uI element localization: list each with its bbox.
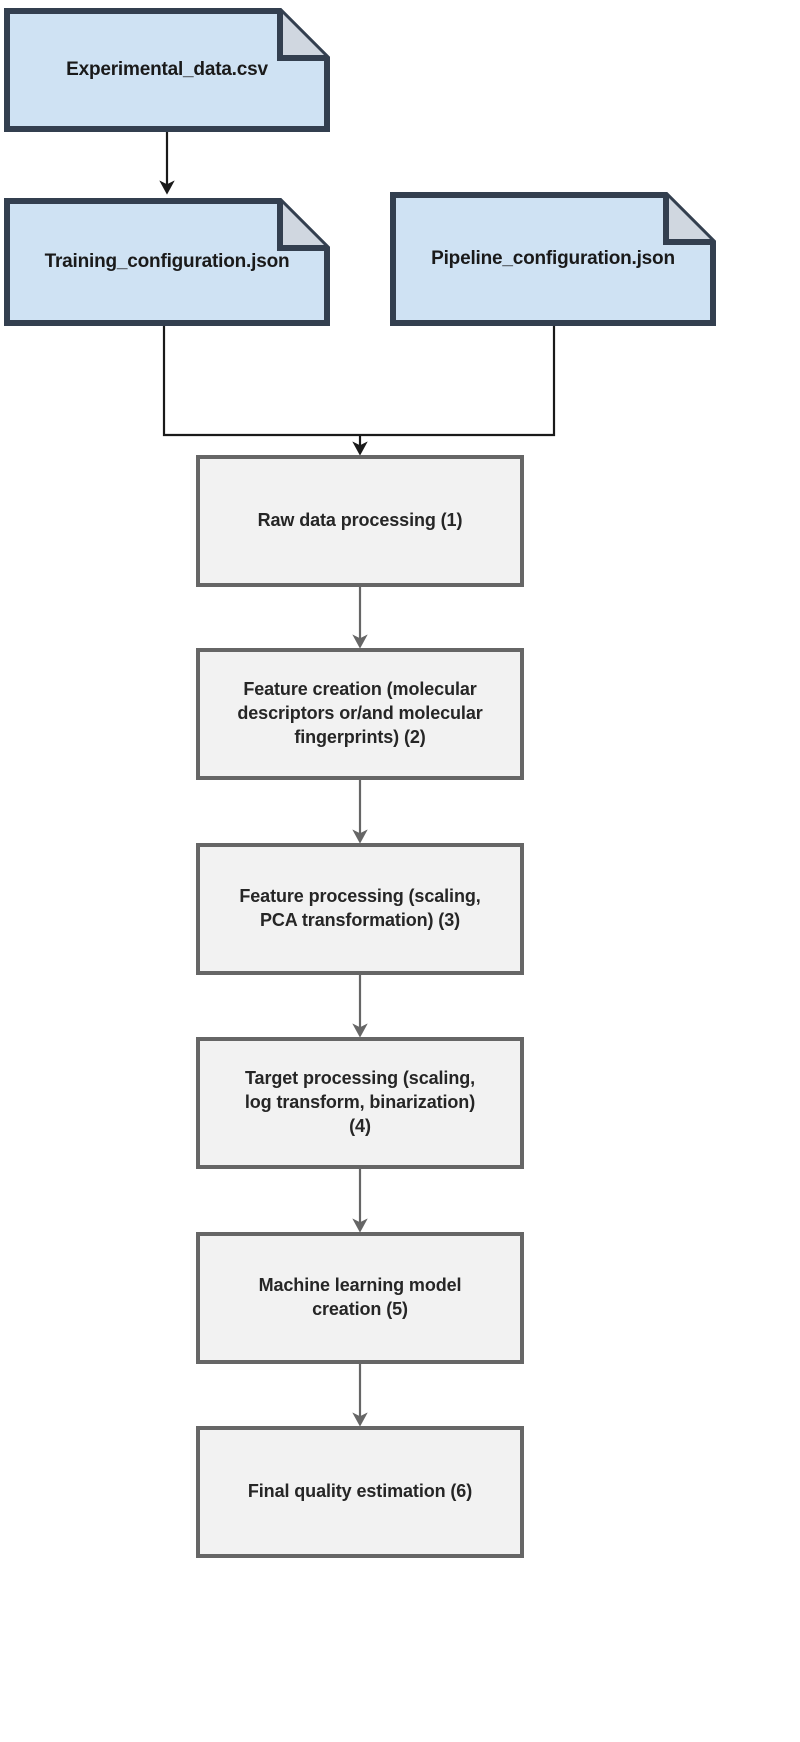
process-node-feature-creation[interactable]: Feature creation (molecular descriptors …: [196, 648, 524, 780]
process-node-target-processing[interactable]: Target processing (scaling, log transfor…: [196, 1037, 524, 1169]
document-shape-icon: [390, 192, 716, 326]
process-label: Raw data processing (1): [257, 510, 463, 531]
process-node-feature-processing[interactable]: Feature processing (scaling, PCA transfo…: [196, 843, 524, 975]
document-shape-icon: [4, 8, 330, 132]
process-label: Target processing (scaling, log transfor…: [244, 1068, 476, 1136]
document-node-training-configuration[interactable]: Training_configuration.json: [4, 198, 330, 326]
document-label: Pipeline_configuration.json: [431, 248, 675, 270]
edge-training-to-raw: [162, 326, 360, 437]
process-node-final-quality-estimation[interactable]: Final quality estimation (6): [196, 1426, 524, 1558]
process-node-ml-model-creation[interactable]: Machine learning model creation (5): [196, 1232, 524, 1364]
process-label: Feature processing (scaling, PCA transfo…: [239, 886, 481, 930]
document-node-pipeline-configuration[interactable]: Pipeline_configuration.json: [390, 192, 716, 326]
document-label: Training_configuration.json: [44, 251, 290, 273]
edge-pipeline-to-raw: [360, 326, 556, 437]
document-node-experimental-data[interactable]: Experimental_data.csv: [4, 8, 330, 132]
document-shape-icon: [4, 198, 330, 326]
document-label: Experimental_data.csv: [66, 59, 268, 81]
process-label: Feature creation (molecular descriptors …: [237, 679, 483, 747]
process-label: Final quality estimation (6): [247, 1481, 473, 1502]
process-label: Machine learning model creation (5): [258, 1275, 462, 1319]
process-node-raw-data-processing[interactable]: Raw data processing (1): [196, 455, 524, 587]
